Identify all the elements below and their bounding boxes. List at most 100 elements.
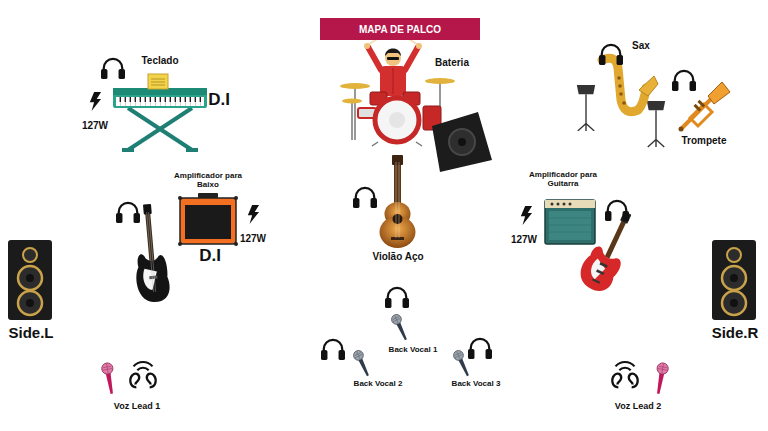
drum-kit-illustration: [342, 99, 362, 104]
bass-guitar-illustration: [143, 204, 152, 215]
power-bolt-icon: [521, 206, 532, 225]
saxophone-illustration: [619, 92, 623, 96]
amp-label: Amplificador para Guitarra: [522, 171, 604, 189]
headphones-icon: [353, 188, 377, 208]
title-banner: MAPA DE PALCO: [320, 18, 480, 40]
bass-amplifier-illustration: [185, 205, 231, 239]
stage-monitor-wedge: [449, 129, 475, 155]
bass-amplifier-illustration: [234, 242, 238, 246]
vocal-label: Back Vocal 3: [452, 380, 501, 389]
microphone-icon: [352, 349, 372, 378]
electric-guitar-illustration: [575, 243, 625, 296]
power-label: 127W: [240, 233, 266, 244]
drum-kit-illustration: [372, 142, 422, 146]
lead-microphone-icon: [653, 362, 669, 395]
guitar-amplifier-illustration: [549, 211, 591, 240]
bass-guitar-illustration: [145, 212, 154, 262]
monitor-label: Side.L: [8, 325, 53, 342]
saxophone-illustration: [618, 84, 622, 88]
headphones-icon: [672, 71, 696, 91]
instrument-label: Teclado: [141, 55, 178, 66]
headphones-icon: [116, 203, 140, 223]
electric-guitar-illustration: [599, 262, 607, 268]
di-label: D.I: [199, 247, 221, 266]
vocal-label: Back Vocal 1: [389, 346, 438, 355]
power-bolt-icon: [248, 205, 259, 224]
keyboard-illustration: [116, 97, 204, 106]
lead-microphone-icon: [101, 362, 117, 395]
headphones-icon: [101, 59, 125, 79]
in-ear-monitor-icon: [612, 362, 637, 387]
bass-amplifier-illustration: [178, 193, 238, 246]
drum-kit-illustration: [389, 112, 405, 128]
lead-microphone-icon: [101, 362, 117, 395]
di-label: D.I: [208, 91, 230, 110]
power-bolt-icon: [90, 92, 101, 111]
keyboard-illustration: [151, 79, 165, 85]
electric-guitar-illustration: [605, 220, 626, 258]
electric-guitar-illustration: [596, 269, 604, 275]
monitor-label: Side.R: [712, 325, 759, 342]
trumpet-illustration: [697, 100, 705, 108]
instrument-label: Sax: [632, 40, 650, 51]
bass-amplifier-illustration: [178, 196, 182, 200]
stage-monitor-wedge: [432, 112, 492, 172]
guitar-amplifier-illustration: [545, 200, 595, 208]
diagram-title: MAPA DE PALCO: [359, 24, 441, 35]
keyboard-illustration: [113, 88, 207, 108]
headphones-icon: [468, 339, 492, 359]
instrument-label: Trompete: [681, 135, 726, 146]
saxophone-illustration: [622, 101, 626, 105]
headphones-icon: [599, 45, 623, 65]
headphones-icon: [321, 340, 345, 360]
stage-monitor-wedge: [432, 112, 492, 172]
microphone-icon: [452, 349, 472, 378]
trumpet-illustration: [679, 127, 684, 132]
acoustic-guitar-illustration: [392, 155, 403, 165]
saxophone-illustration: [602, 58, 646, 111]
bass-amplifier-illustration: [178, 242, 182, 246]
drum-kit-illustration: [393, 68, 394, 94]
bass-amplifier-illustration: [234, 196, 238, 200]
music-stand: [577, 85, 595, 131]
acoustic-guitar-illustration: [396, 162, 399, 238]
guitar-amplifier-illustration: [545, 200, 595, 244]
drum-kit-illustration: [340, 83, 370, 89]
bass-amplifier-illustration: [180, 198, 236, 244]
keyboard-illustration: [122, 108, 198, 150]
lead-microphone-icon: [653, 362, 669, 395]
keyboard-illustration: [113, 74, 207, 150]
electric-guitar-illustration: [587, 258, 607, 282]
guitar-amplifier-illustration: [549, 218, 591, 232]
trumpet-illustration: [682, 98, 712, 128]
electric-guitar-illustration: [592, 278, 600, 283]
saxophone-illustration: [617, 76, 621, 80]
drum-kit-illustration: [385, 49, 401, 57]
drum-kit-illustration: [364, 43, 370, 49]
side-speaker: [8, 240, 52, 320]
bass-guitar-illustration: [143, 268, 159, 291]
trumpet-illustration: [708, 82, 730, 104]
power-label: 127W: [82, 120, 108, 131]
microphone-icon: [390, 313, 410, 342]
bass-guitar-illustration: [147, 212, 156, 292]
drum-kit-illustration: [425, 78, 455, 84]
amp-label: Amplificador para Baixo: [167, 172, 249, 190]
side-speaker: [712, 240, 756, 320]
headphones-icon: [385, 288, 409, 308]
acoustic-guitar-illustration: [391, 237, 404, 240]
acoustic-guitar-illustration: [393, 214, 403, 224]
trumpet-illustration: [690, 104, 712, 126]
music-stand: [647, 101, 665, 147]
stage-monitor-wedge: [458, 138, 466, 146]
guitar-amplifier-illustration: [557, 203, 560, 206]
keyboard-illustration: [148, 74, 168, 89]
guitar-amplifier-illustration: [551, 203, 554, 206]
power-label: 127W: [511, 234, 537, 245]
drum-kit-illustration: [375, 98, 419, 142]
guitar-amplifier-illustration: [569, 203, 572, 206]
in-ear-monitor-icon: [130, 362, 155, 387]
drum-kit-illustration: [416, 43, 422, 49]
